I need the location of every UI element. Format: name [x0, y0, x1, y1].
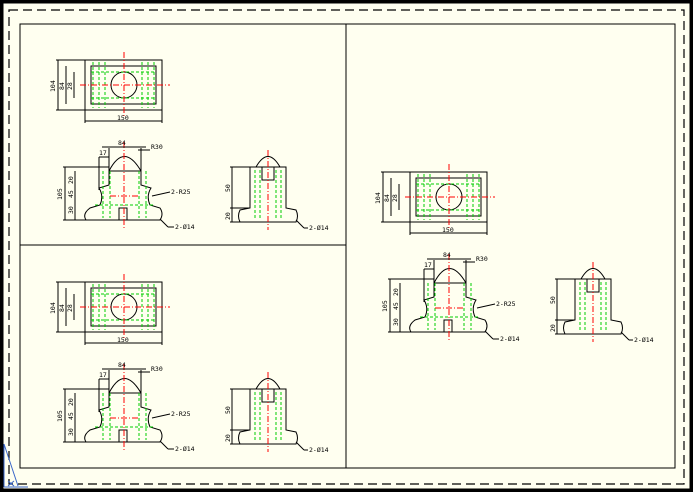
front-dim-h3-text: 30 [392, 318, 400, 326]
side-leader-hole-text: 2-Ø14 [309, 224, 329, 232]
front-leader-hole-text: 2-Ø14 [500, 335, 520, 343]
front-dim-height-text: 105 [381, 300, 389, 312]
front-dim-width-text: 84 [118, 139, 126, 147]
side-view: 50 20 2-Ø14 [549, 262, 654, 344]
front-dim-h1-text: 20 [67, 176, 75, 184]
plan-dim-inner-text: 84 [58, 304, 66, 312]
plan-dim-hole-text: 28 [66, 82, 74, 90]
plan-dim-height-text: 104 [374, 192, 382, 204]
side-dim-base-text: 20 [224, 212, 232, 220]
side-leader-hole-text: 2-Ø14 [634, 336, 654, 344]
side-dim-base-text: 20 [224, 434, 232, 442]
front-leader-hole-text: 2-Ø14 [175, 223, 195, 231]
front-dim-h1-text: 20 [392, 288, 400, 296]
front-dim-height-text: 105 [56, 188, 64, 200]
front-leader-hole-text: 2-Ø14 [175, 445, 195, 453]
front-radius-text: R30 [151, 143, 163, 151]
plan-dim-inner-text: 84 [58, 82, 66, 90]
side-top-arc [255, 156, 281, 168]
front-slot [118, 207, 128, 221]
front-dim-h2-text: 45 [392, 302, 400, 310]
front-slot [443, 319, 453, 333]
front-radius-text: R30 [151, 365, 163, 373]
front-leader-radius-text: 2-R25 [171, 410, 191, 418]
front-leader-radius-text: 2-R25 [171, 188, 191, 196]
side-dim-height-text: 50 [224, 406, 232, 414]
plan-dim-height-text: 104 [49, 302, 57, 314]
side-leader-hole-text: 2-Ø14 [309, 446, 329, 454]
ucs-icon [3, 443, 28, 488]
front-dim-slot-text: 17 [99, 149, 107, 157]
front-radius-text: R30 [476, 255, 488, 263]
front-dim-h3-text: 30 [67, 428, 75, 436]
front-leader-line [151, 413, 171, 419]
front-dim-slot-text: 17 [424, 261, 432, 269]
front-leader-radius-text: 2-R25 [496, 300, 516, 308]
front-dim-h2-text: 45 [67, 412, 75, 420]
side-outline [238, 388, 298, 445]
front-dim-h2-text: 45 [67, 190, 75, 198]
side-leader-line [295, 441, 305, 451]
side-dim-height-text: 50 [224, 184, 232, 192]
side-leader-line [295, 219, 305, 229]
side-leader-line [620, 331, 630, 341]
dashed-border [8, 9, 685, 485]
front-leader-line [159, 440, 169, 450]
side-dim-base-text: 20 [549, 324, 557, 332]
drawing-frame [19, 23, 676, 469]
plan-dim-inner-text: 84 [383, 194, 391, 202]
plan-dim-width-text: 150 [442, 226, 454, 234]
front-dim-slot-text: 17 [99, 371, 107, 379]
front-dim-width-text: 84 [443, 251, 451, 259]
side-top-arc [255, 378, 281, 390]
front-dim-height-text: 105 [56, 410, 64, 422]
plan-dim-width-text: 150 [117, 336, 129, 344]
side-view: 50 20 2-Ø14 [224, 372, 329, 454]
side-view: 50 20 2-Ø14 [224, 150, 329, 232]
front-dim-h3-text: 30 [67, 206, 75, 214]
side-top-arc [580, 268, 606, 280]
side-dim-height-text: 50 [549, 296, 557, 304]
plan-dim-width-text: 150 [117, 114, 129, 122]
side-outline [238, 166, 298, 223]
side-outline [563, 278, 623, 335]
front-slot [118, 429, 128, 443]
front-dim-width-text: 84 [118, 361, 126, 369]
front-dim-h1-text: 20 [67, 398, 75, 406]
plan-dim-hole-text: 28 [391, 194, 399, 202]
plan-dim-hole-text: 28 [66, 304, 74, 312]
front-leader-line [159, 218, 169, 228]
front-leader-line [484, 330, 494, 340]
front-leader-line [476, 303, 496, 309]
plan-dim-height-text: 104 [49, 80, 57, 92]
front-leader-line [151, 191, 171, 197]
